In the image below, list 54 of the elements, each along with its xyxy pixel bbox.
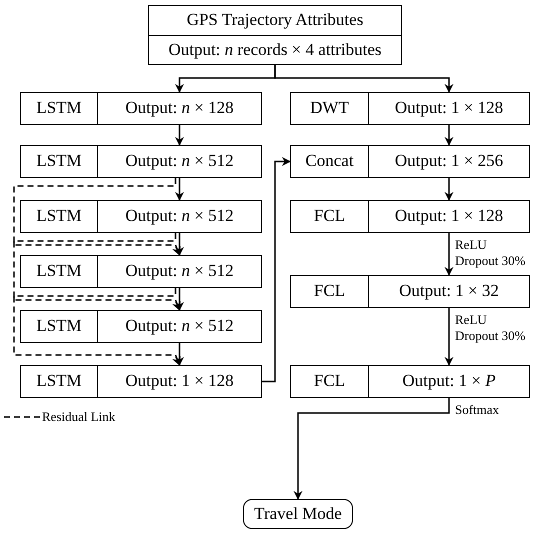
- layer-type-label: LSTM: [21, 146, 98, 177]
- output-shape-label: Output: n records × 4 attributes: [167, 39, 383, 61]
- output-box: [243, 499, 353, 529]
- output-shape-label: Output: 1 × 128: [394, 97, 504, 119]
- layer-box: [290, 145, 530, 178]
- layer-box: [290, 92, 530, 125]
- output-shape-label: Output: n × 512: [124, 150, 235, 172]
- layer-type-label: DWT: [291, 93, 369, 124]
- layer-type-label: LSTM: [21, 201, 98, 232]
- arrow: [175, 233, 184, 256]
- output-shape-label: Output: 1 × 32: [398, 280, 500, 302]
- layer-box: [20, 92, 262, 125]
- layer-box: [290, 365, 530, 398]
- arrow: [294, 398, 450, 500]
- arrow: [175, 343, 184, 366]
- arrow: [175, 125, 184, 146]
- layer-type-label: FCL: [291, 276, 369, 307]
- output-shape-label: Output: 1 × 256: [394, 150, 504, 172]
- arrow: [444, 178, 454, 201]
- output-shape-label: Output: n × 128: [124, 97, 235, 119]
- arrow: [175, 178, 184, 201]
- layer-type-label: Concat: [291, 146, 369, 177]
- arrow: [262, 157, 291, 382]
- output-shape-label: Output: 1 × 128: [394, 205, 504, 227]
- layer-box: [290, 275, 530, 308]
- layer-type-label: LSTM: [21, 311, 98, 342]
- layer-box: [20, 200, 262, 233]
- layer-box: [290, 200, 530, 233]
- layer-type-label: FCL: [291, 201, 369, 232]
- output-shape-label: Output: n × 512: [124, 315, 235, 337]
- output-shape-label: Output: n × 512: [124, 205, 235, 227]
- legend-label: Residual Link: [42, 409, 116, 425]
- output-shape-label: Output: n × 512: [124, 260, 235, 282]
- residual-arrow: [13, 288, 181, 366]
- layer-box: [20, 255, 262, 288]
- arrow: [444, 233, 454, 276]
- arrow: [274, 65, 454, 93]
- layer-box: [20, 365, 262, 398]
- layer-type-label: LSTM: [21, 93, 98, 124]
- output-label: Travel Mode: [253, 503, 343, 525]
- input-title: GPS Trajectory Attributes: [149, 6, 401, 36]
- output-shape-label: Output: 1 × P: [401, 370, 497, 392]
- layer-type-label: LSTM: [21, 256, 98, 287]
- arrow: [175, 288, 184, 311]
- input-box: [148, 5, 402, 65]
- layer-box: [20, 145, 262, 178]
- arrow: [444, 308, 454, 366]
- layer-type-label: FCL: [291, 366, 369, 397]
- layer-type-label: LSTM: [21, 366, 98, 397]
- residual-arrow: [13, 233, 181, 311]
- residual-arrow: [13, 178, 181, 256]
- layer-box: [20, 310, 262, 343]
- arrow: [444, 125, 454, 146]
- output-shape-label: Output: 1 × 128: [124, 370, 235, 392]
